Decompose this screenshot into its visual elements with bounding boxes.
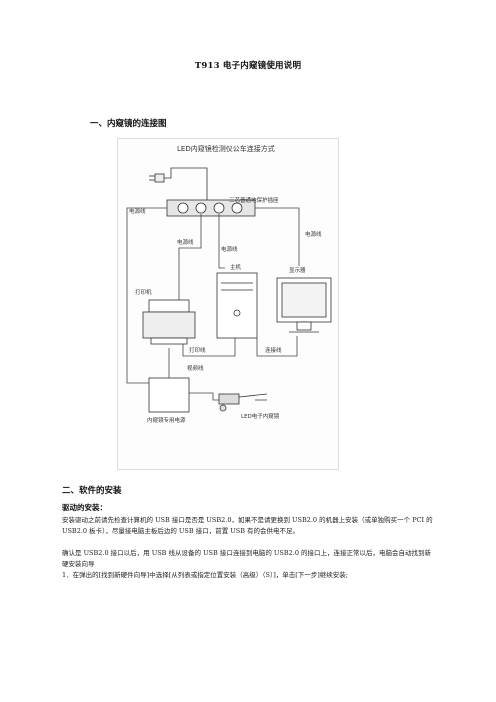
label-power-cord-right: 电源线 bbox=[305, 230, 322, 238]
label-endoscope-power: 内窥镜专用电源 bbox=[147, 416, 186, 424]
cable-lines bbox=[126, 207, 300, 401]
label-power-strip: 三芯普通地保护插座 bbox=[229, 196, 279, 204]
paragraph-usb-connect: 确认是 USB2.0 接口以后，用 USB 线从设备的 USB 接口连接到电脑的… bbox=[62, 549, 432, 568]
wall-plug-icon bbox=[149, 167, 208, 200]
host-computer-icon bbox=[216, 272, 258, 339]
monitor-icon bbox=[276, 277, 332, 333]
label-power-cord-left: 电源线 bbox=[129, 207, 146, 215]
document-title: T913 电子内窥镜使用说明 bbox=[194, 61, 302, 71]
subheading-driver-install: 驱动的安装： bbox=[62, 503, 107, 512]
label-power-cord-mid1: 电源线 bbox=[177, 238, 194, 246]
endoscope-power-icon bbox=[148, 377, 190, 413]
printer-icon bbox=[142, 299, 196, 345]
label-endoscope: LED电子内窥镜 bbox=[241, 412, 280, 420]
section-heading-connection: 一、内窥镜的连接图 bbox=[90, 119, 167, 129]
label-printer-cable: 打印线 bbox=[189, 346, 206, 354]
label-video-cable: 视频线 bbox=[187, 364, 204, 372]
section-heading-software: 二、软件的安装 bbox=[62, 486, 122, 496]
label-host: 主机 bbox=[230, 263, 242, 271]
label-monitor: 显示器 bbox=[289, 267, 306, 274]
paragraph-wizard-step: 1．在弹出的[找到新硬件向导]中选择[从列表或指定位置安装（高级）（S）]，单击… bbox=[62, 571, 348, 579]
endoscope-probe-icon bbox=[218, 393, 268, 412]
label-connector-cable: 连接线 bbox=[265, 346, 282, 354]
label-power-cord-mid2: 电源线 bbox=[221, 245, 238, 253]
label-printer: 打印机 bbox=[135, 288, 152, 296]
connection-diagram: LED内窥镜检测仪公车连接方式 三芯普通地保护插座 bbox=[117, 138, 339, 470]
paragraph-usb-check: 安装驱动之前请先检查计算机的 USB 接口是否是 USB2.0，如果不是请更换到… bbox=[62, 516, 433, 535]
diagram-title: LED内窥镜检测仪公车连接方式 bbox=[177, 144, 275, 153]
